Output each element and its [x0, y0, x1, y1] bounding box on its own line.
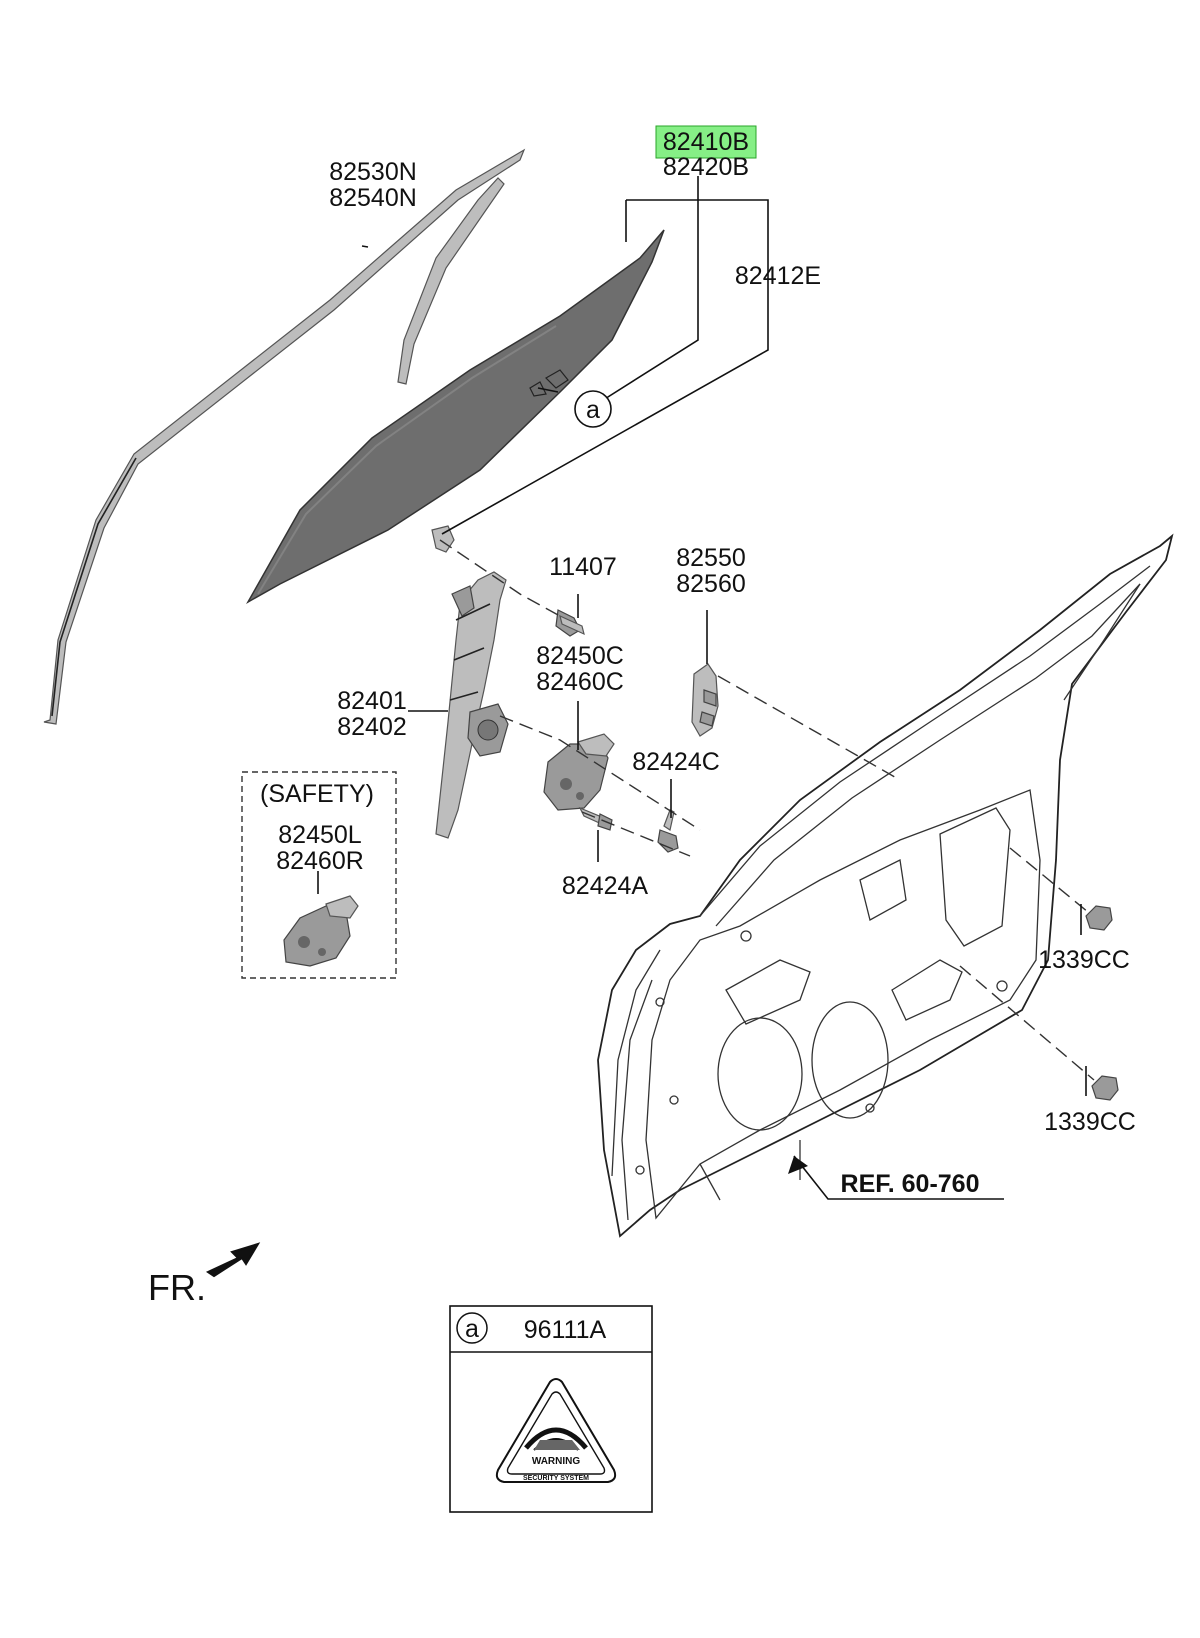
bolt-11407[interactable] [555, 609, 585, 637]
security-sticker: WARNING SECURITY SYSTEM [495, 1378, 617, 1483]
safety-motor[interactable] [283, 895, 359, 967]
label-82412e: 82412E [735, 262, 821, 290]
assembly-lines [439, 539, 1095, 1081]
door-glass[interactable] [246, 229, 665, 604]
plug-upper[interactable] [1085, 905, 1113, 931]
label-82424a: 82424A [562, 872, 649, 900]
label-82420b: 82420B [663, 153, 749, 181]
label-1339cc-upper: 1339CC [1038, 946, 1130, 974]
roof-moulding[interactable] [43, 148, 526, 725]
label-front: FR. [148, 1267, 206, 1308]
label-82450l: 82450L [278, 821, 362, 849]
label-82424c: 82424C [632, 748, 720, 776]
highlight-82410b [655, 125, 757, 159]
label-82401: 82401 [337, 687, 407, 715]
legend-part: 96111A [524, 1316, 607, 1344]
label-82450c: 82450C [536, 642, 624, 670]
label-1339cc-lower: 1339CC [1044, 1108, 1136, 1136]
callout-a-text: a [586, 396, 600, 424]
sticker-warning: WARNING [532, 1456, 581, 1467]
callout-a: a [574, 390, 612, 428]
window-regulator[interactable] [435, 571, 509, 839]
label-11407: 11407 [549, 553, 617, 581]
regulator-motor[interactable] [543, 733, 615, 811]
label-82550: 82550 [676, 544, 746, 572]
screw-82424c[interactable] [657, 809, 679, 853]
label-ref: REF. 60-760 [841, 1170, 980, 1198]
label-82410b: 82410B [663, 128, 749, 156]
label-safety: (SAFETY) [260, 780, 374, 808]
label-82530n: 82530N [329, 158, 417, 186]
label-82560: 82560 [676, 570, 746, 598]
sticker-security: SECURITY SYSTEM [523, 1475, 589, 1482]
car-icon [534, 1440, 580, 1450]
label-82460r: 82460R [276, 847, 364, 875]
front-arrow-icon [205, 1242, 261, 1278]
glass-run-strip[interactable] [397, 177, 505, 385]
rear-channel[interactable] [691, 663, 719, 737]
legend-key: a [465, 1315, 479, 1343]
front-indicator: FR. [148, 1242, 261, 1308]
labels: 82530N 82540N 82410B 82420B 82412E 11407… [329, 125, 1136, 1198]
plug-lower[interactable] [1091, 1075, 1119, 1101]
door-panel[interactable] [597, 533, 1174, 1238]
screw-82424a[interactable] [578, 806, 613, 831]
label-82402: 82402 [337, 713, 407, 741]
safety-box: (SAFETY) 82450L 82460R [241, 771, 397, 979]
legend-box: a 96111A WARNING SECURITY SYSTEM [449, 1305, 653, 1513]
label-82460c: 82460C [536, 668, 624, 696]
leader-lines [317, 176, 1087, 1200]
label-82540n: 82540N [329, 184, 417, 212]
